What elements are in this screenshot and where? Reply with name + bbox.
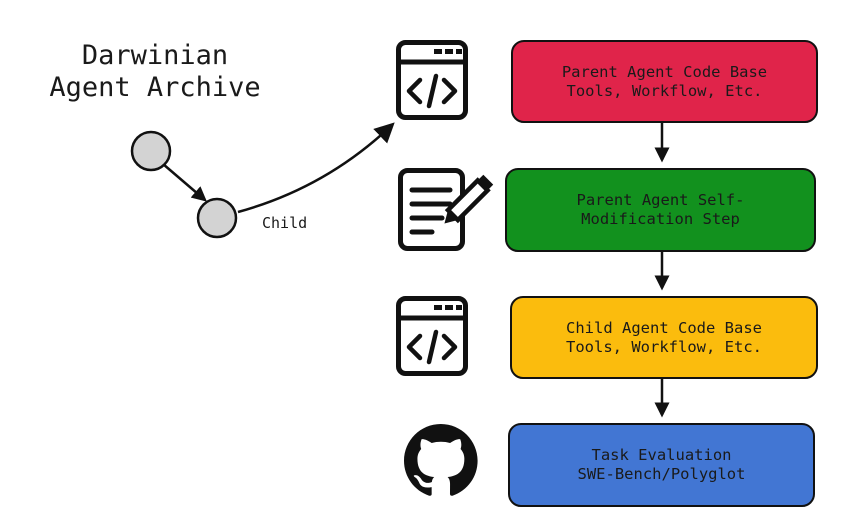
step-line1: Parent Agent Code Base xyxy=(561,62,768,81)
step-line1: Task Evaluation xyxy=(591,446,732,464)
step-line2: Tools, Workflow, Etc. xyxy=(566,81,763,100)
step-task-evaluation: Task Evaluation SWE-Bench/Polyglot xyxy=(508,423,815,507)
github-icon xyxy=(404,424,478,496)
code-window-icon-child xyxy=(396,296,468,376)
archive-parent-node xyxy=(130,130,172,172)
code-window-icon xyxy=(396,40,468,120)
step-child-code-base: Child Agent Code Base Tools, Workflow, E… xyxy=(510,296,818,379)
archive-edge xyxy=(162,163,207,202)
step-line2: SWE-Bench/Polyglot xyxy=(577,465,746,483)
step-self-modification: Parent Agent Self- Modification Step xyxy=(505,168,816,252)
child-label: Child xyxy=(262,214,308,232)
step-line1: Child Agent Code Base xyxy=(566,318,762,337)
step-parent-code-base: Parent Agent Code Base Tools, Workflow, … xyxy=(511,40,818,123)
document-edit-icon xyxy=(398,168,494,251)
archive-title-line1: Darwinian xyxy=(81,40,229,71)
archive-title-line2: Agent Archive xyxy=(49,72,261,103)
step-line2: Modification Step xyxy=(581,210,740,228)
archive-title: Darwinian Agent Archive xyxy=(20,40,290,104)
step-line2: Tools, Workflow, Etc. xyxy=(566,337,762,356)
step-line1: Parent Agent Self- xyxy=(576,191,745,209)
archive-child-node xyxy=(196,197,238,239)
child-to-code-arrow xyxy=(237,122,395,214)
